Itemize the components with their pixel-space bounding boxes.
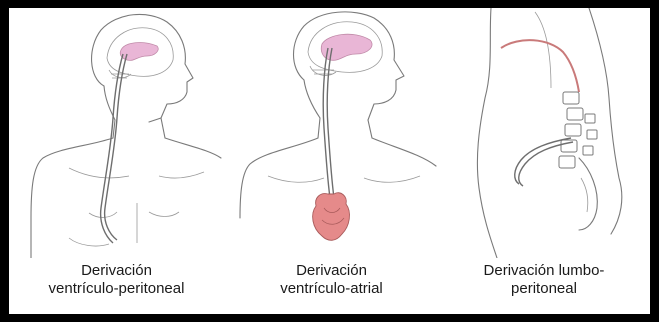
illustration-lumbo-peritoneal: [439, 8, 650, 258]
ventricle-shape-2: [321, 34, 372, 60]
caption-line-1: Derivación lumbo-: [454, 262, 634, 280]
caption-line-1: Derivación: [29, 262, 204, 280]
caption-line-2: ventrículo-atrial: [249, 280, 414, 298]
heart-shape: [313, 193, 350, 241]
caption-ventriculo-atrial: Derivación ventrículo-atrial: [249, 262, 414, 298]
caption-lumbo-peritoneal: Derivación lumbo- peritoneal: [454, 262, 634, 298]
figure-panel: Derivación ventrículo-peritoneal Derivac…: [9, 8, 650, 314]
vertebrae: [559, 92, 597, 168]
illustration-ventriculo-peritoneal: [9, 8, 224, 258]
caption-line-1: Derivación: [249, 262, 414, 280]
caption-ventriculo-peritoneal: Derivación ventrículo-peritoneal: [29, 262, 204, 298]
caption-line-2: ventrículo-peritoneal: [29, 280, 204, 298]
caption-line-2: peritoneal: [454, 280, 634, 298]
illustration-ventriculo-atrial: [224, 8, 439, 258]
